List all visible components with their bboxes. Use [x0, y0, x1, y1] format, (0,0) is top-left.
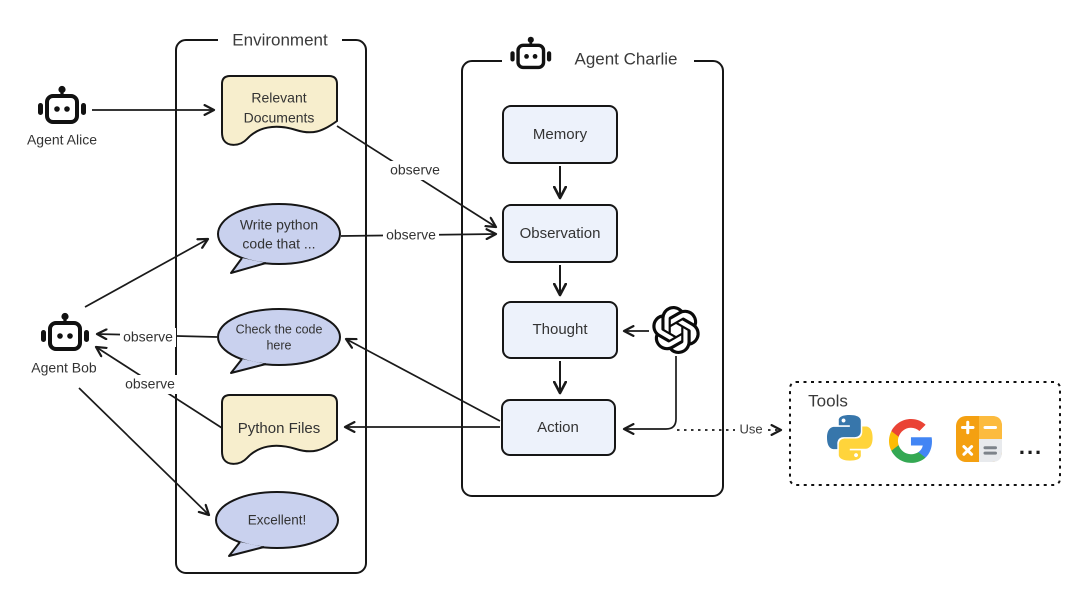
speech-bubble-shape	[217, 308, 341, 366]
agent-charlie-title: Agent Charlie	[574, 49, 677, 68]
speech-bubble-tail	[230, 257, 267, 274]
agent-charlie-box: Agent Charlie	[461, 32, 724, 497]
arrow-bob-to-writepython	[84, 239, 208, 308]
write-python-line1: Write python	[240, 217, 318, 233]
relevant-documents-node: Relevant Documents	[221, 75, 338, 146]
agent-bob-label: Agent Bob	[31, 360, 97, 376]
edge-labels: observe observe observe observe Use	[120, 161, 767, 439]
python-files-node: Python Files	[221, 394, 338, 465]
tools-title: Tools	[808, 391, 848, 410]
memory-box	[502, 105, 618, 164]
equals-glyph	[983, 446, 997, 455]
plus-glyph	[961, 420, 975, 435]
agent-bob: Agent Bob	[31, 310, 97, 376]
check-code-bubble: Check the code here	[217, 308, 341, 374]
speech-bubble-tail	[228, 541, 265, 557]
thought-node: Thought	[502, 301, 618, 359]
google-logo	[889, 419, 932, 463]
observe-label-bg	[122, 375, 178, 394]
speech-bubble-shape	[215, 491, 339, 549]
write-python-line2: code that ...	[242, 236, 315, 252]
relevant-documents-line2: Documents	[244, 110, 315, 126]
use-label: Use	[739, 421, 762, 436]
agent-alice: Agent Alice	[27, 83, 97, 148]
excellent-bubble: Excellent!	[215, 491, 339, 557]
observe-label-checkcode: observe	[123, 329, 173, 345]
observation-label: Observation	[520, 225, 601, 242]
calculator-equals-quadrant	[979, 439, 1002, 462]
memory-node: Memory	[502, 105, 618, 164]
tools-box: Tools ...	[789, 381, 1061, 486]
check-code-line2: here	[266, 338, 291, 352]
robot-icon	[39, 310, 91, 351]
observe-label-writepython: observe	[386, 227, 436, 243]
action-node: Action	[501, 399, 616, 456]
observation-box	[502, 204, 618, 263]
times-glyph	[962, 445, 974, 456]
environment-title-bg	[218, 29, 342, 51]
arrow-openai-to-action	[624, 356, 677, 429]
arrow-bob-to-excellent	[78, 387, 209, 515]
python-logo	[827, 415, 873, 461]
environment-title: Environment	[232, 30, 328, 49]
action-box	[501, 399, 616, 456]
observe-label-pythonfiles: observe	[125, 376, 175, 392]
relevant-documents-line1: Relevant	[251, 90, 306, 106]
calculator-icon	[956, 416, 1002, 462]
observe-label-documents: observe	[390, 162, 440, 178]
arrow-action-to-checkcode	[346, 339, 501, 422]
observation-node: Observation	[502, 204, 618, 263]
speech-bubble-tail	[230, 358, 267, 374]
thought-label: Thought	[532, 321, 588, 338]
use-label-bg	[735, 421, 767, 439]
openai-logo	[652, 306, 700, 355]
check-code-line1: Check the code	[236, 322, 323, 336]
write-python-bubble: Write python code that ...	[217, 203, 341, 274]
more-tools-ellipsis: ...	[1019, 434, 1043, 459]
speech-bubble-shape	[217, 203, 341, 265]
python-files-label: Python Files	[238, 420, 321, 437]
excellent-label: Excellent!	[248, 513, 307, 528]
observe-label-bg	[387, 161, 443, 180]
action-label: Action	[537, 419, 579, 436]
memory-label: Memory	[533, 126, 588, 143]
observe-label-bg	[120, 328, 176, 347]
observe-label-bg	[383, 226, 439, 245]
thought-box	[502, 301, 618, 359]
agent-alice-label: Agent Alice	[27, 132, 97, 148]
robot-icon	[36, 83, 88, 124]
